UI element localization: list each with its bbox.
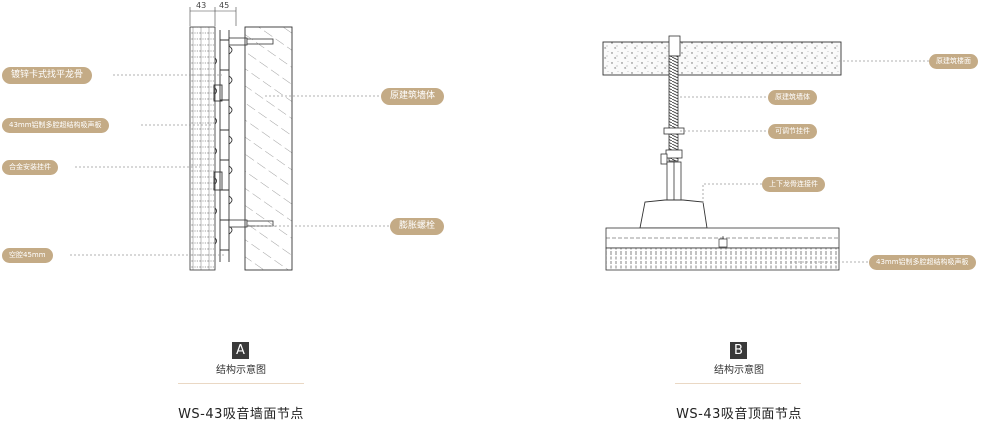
ceiling-panel-section [605, 247, 840, 271]
badge-a: A [232, 342, 249, 359]
label-cavity: 空腔45mm [2, 248, 53, 263]
threaded-rod [668, 55, 679, 162]
label-building-floor: 原建筑楼面 [929, 54, 978, 69]
label-keel-connector: 上下龙骨连接件 [762, 177, 825, 192]
label-alloy-hanger: 合金安装挂件 [2, 160, 58, 175]
badge-b: B [730, 342, 747, 359]
label-expansion-bolt: 膨胀螺栓 [390, 218, 445, 235]
caption-b: 结构示意图 [714, 365, 764, 376]
acoustic-panel-section [189, 26, 216, 271]
label-building-wall-b: 原建筑墙体 [768, 90, 817, 105]
dimension-label-45: 45 [219, 1, 230, 10]
title-a: WS-43吸音墙面节点 [178, 407, 304, 422]
label-acoustic-panel: 43mm铝制多腔超结构吸声板 [2, 118, 109, 133]
label-adjustable-hanger: 可调节挂件 [768, 124, 817, 139]
caption-a: 结构示意图 [216, 365, 266, 376]
dimension-label-43: 43 [196, 1, 207, 10]
ceiling-slab-section [602, 41, 842, 76]
dimension-lines [189, 7, 237, 26]
keel-profile [213, 30, 233, 262]
label-building-wall: 原建筑墙体 [381, 88, 445, 105]
divider-b [675, 383, 801, 384]
title-b: WS-43吸音顶面节点 [676, 407, 802, 422]
keel-connector [639, 199, 708, 229]
divider-a [178, 383, 304, 384]
label-galvanized-keel: 镀锌卡式找平龙骨 [2, 67, 93, 84]
leader-lines-a [70, 74, 390, 256]
building-wall-section [244, 26, 293, 271]
label-acoustic-panel-b: 43mm铝制多腔超结构吸声板 [869, 255, 976, 270]
leader-lines-b [680, 60, 929, 263]
